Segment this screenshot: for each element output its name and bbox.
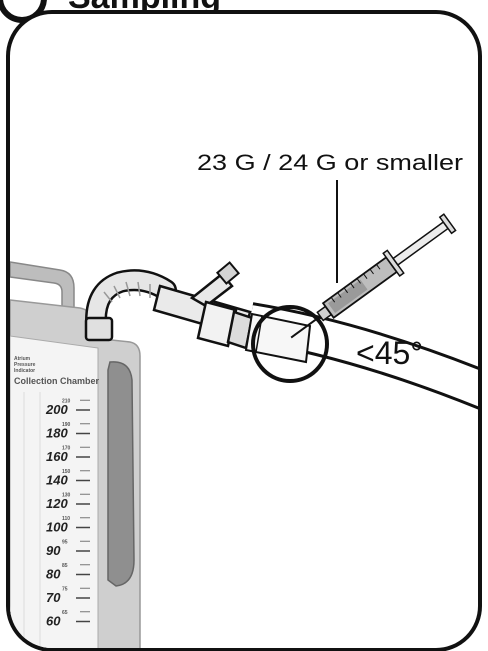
scale-minor-label: 110 — [62, 516, 70, 522]
syringe — [290, 213, 457, 339]
scale-minor-label: 65 — [62, 610, 68, 616]
puncture-site-circle — [251, 305, 329, 383]
scale-major-label: 200 — [45, 402, 68, 417]
scale-major-label: 70 — [46, 590, 61, 605]
chamber-brand-line-1: Atrium — [14, 356, 31, 362]
needle-gauge-label: 23 G / 24 G or smaller — [197, 150, 463, 175]
scale-minor-label: 95 — [62, 539, 68, 545]
chamber-brand-line-3: Indicator — [14, 368, 35, 374]
scale-minor-label: 190 — [62, 422, 71, 428]
scale-minor-label: 85 — [62, 563, 68, 569]
scale-major-label: 140 — [46, 473, 68, 488]
scale-major-label: 80 — [46, 567, 61, 582]
chamber-brand-line-2: Pressure — [14, 362, 36, 368]
chamber-title: Collection Chamber — [14, 376, 100, 386]
angle-label: <45° — [356, 335, 423, 371]
scale-minor-label: 130 — [62, 492, 71, 498]
y-connector — [152, 261, 254, 350]
drainage-unit: Atrium Pressure Indicator Collection Cha… — [10, 261, 141, 648]
scale-major-label: 60 — [46, 614, 61, 629]
patient-tubing — [244, 302, 478, 411]
scale-minor-label: 170 — [62, 445, 71, 451]
scale-major-label: 120 — [46, 496, 68, 511]
scale-major-label: 90 — [46, 543, 61, 558]
scale-minor-label: 210 — [62, 398, 71, 404]
scale-major-label: 160 — [46, 449, 68, 464]
scale-major-label: 180 — [46, 426, 68, 441]
scale-major-label: 100 — [46, 520, 68, 535]
connector-tube — [84, 269, 177, 342]
scale-minor-label: 75 — [62, 586, 68, 592]
scale-minor-label: 150 — [62, 469, 71, 475]
